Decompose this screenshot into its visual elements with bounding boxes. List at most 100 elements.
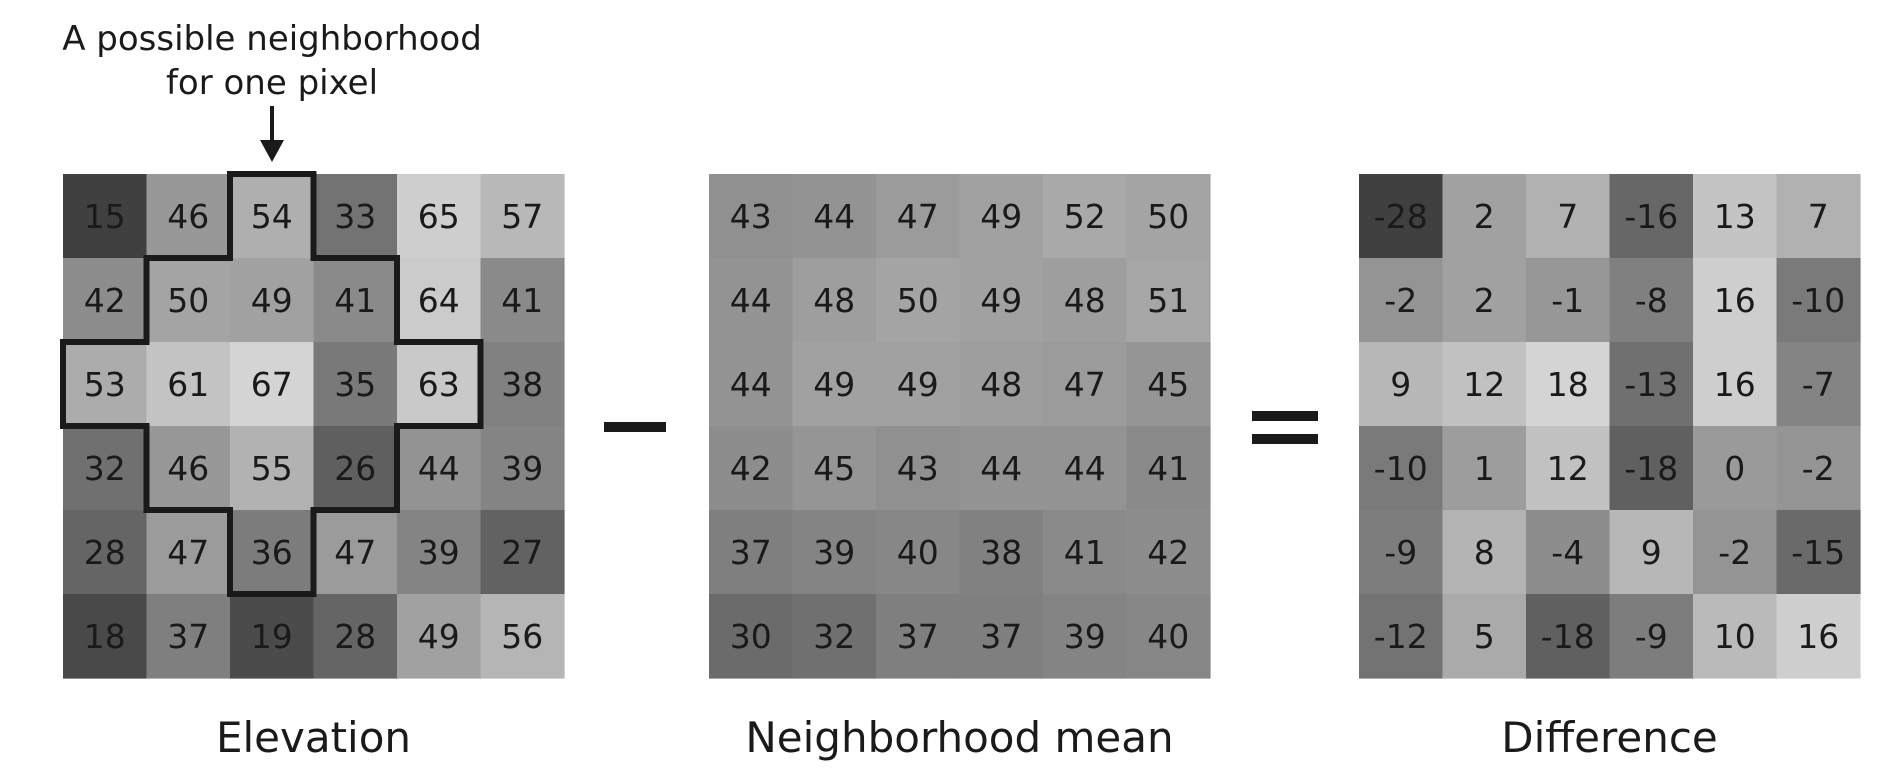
cell-value: 65 — [418, 197, 460, 236]
grid-cell — [1776, 510, 1861, 595]
cell-value: 49 — [813, 365, 855, 404]
cell-value: 37 — [167, 617, 209, 656]
neighborhood-outline — [60, 171, 484, 597]
grid-cell — [146, 342, 231, 427]
cell-value: -15 — [1791, 533, 1845, 572]
grid-cell — [1043, 510, 1128, 595]
grid-cell — [1776, 426, 1861, 511]
cell-value: -18 — [1624, 449, 1678, 488]
grid-cell — [1359, 426, 1444, 511]
grid-cell — [1359, 594, 1444, 679]
grid-cell — [959, 174, 1044, 259]
cell-value: 26 — [334, 449, 376, 488]
cell-value: 7 — [1808, 197, 1829, 236]
cell-value: 41 — [1147, 449, 1189, 488]
grid-cell — [1526, 426, 1611, 511]
cell-value: 30 — [730, 617, 772, 656]
grid-cell — [1609, 258, 1694, 343]
grid-label: Difference — [1501, 713, 1718, 762]
cell-value: 35 — [334, 365, 376, 404]
grid-cell — [397, 342, 482, 427]
grid-cell — [230, 174, 315, 259]
grid-cell — [1609, 510, 1694, 595]
grid-cell — [1609, 594, 1694, 679]
grid-cell — [1693, 594, 1778, 679]
cell-value: 55 — [251, 449, 293, 488]
cell-value: 48 — [813, 281, 855, 320]
cell-value: -9 — [1635, 617, 1668, 656]
minus-operator — [604, 422, 666, 432]
grid-cell — [876, 594, 961, 679]
grid-cell — [480, 174, 565, 259]
grid-cell — [1693, 174, 1778, 259]
grid-label: Neighborhood mean — [745, 713, 1173, 762]
grid-cell — [230, 426, 315, 511]
cell-value: 7 — [1557, 197, 1578, 236]
cell-value: 39 — [1064, 617, 1106, 656]
grid-cell — [1126, 426, 1211, 511]
cell-value: 64 — [418, 281, 460, 320]
cell-value: 37 — [730, 533, 772, 572]
grid-cell — [792, 174, 877, 259]
grid-cell — [1526, 342, 1611, 427]
cell-value: 44 — [730, 281, 772, 320]
cell-value: -13 — [1624, 365, 1678, 404]
grid-cell — [792, 510, 877, 595]
grid-cell — [959, 594, 1044, 679]
cell-value: -10 — [1374, 449, 1428, 488]
grid-cell — [1359, 342, 1444, 427]
grid-cell — [709, 594, 794, 679]
cell-value: 41 — [501, 281, 543, 320]
grid-cell — [1359, 258, 1444, 343]
cell-value: 42 — [84, 281, 126, 320]
cell-value: 9 — [1641, 533, 1662, 572]
cell-value: 41 — [1064, 533, 1106, 572]
grid-cell — [480, 258, 565, 343]
grid-cell — [146, 174, 231, 259]
cell-value: -7 — [1802, 365, 1835, 404]
cell-value: -4 — [1551, 533, 1584, 572]
cell-value: 2 — [1474, 197, 1495, 236]
cell-value: -2 — [1384, 281, 1417, 320]
grid-cell — [959, 426, 1044, 511]
grid-cell — [1526, 258, 1611, 343]
grid-cell — [1126, 510, 1211, 595]
cell-value: 45 — [813, 449, 855, 488]
cell-value: 1 — [1474, 449, 1495, 488]
grid-cell — [230, 510, 315, 595]
cell-value: 12 — [1463, 365, 1505, 404]
grid-cell — [1442, 510, 1527, 595]
grid-cell — [480, 594, 565, 679]
grid-cell — [1043, 174, 1128, 259]
grid-cell — [146, 594, 231, 679]
grid-cell — [1126, 174, 1211, 259]
grid-cell — [1442, 594, 1527, 679]
cell-value: 44 — [813, 197, 855, 236]
cell-value: 9 — [1390, 365, 1411, 404]
cell-value: 49 — [897, 365, 939, 404]
grid-cell — [1043, 426, 1128, 511]
grid-cell — [313, 510, 398, 595]
grid-cell — [1693, 342, 1778, 427]
grid-cell — [480, 510, 565, 595]
cell-value: 39 — [501, 449, 543, 488]
grid-cell — [1526, 594, 1611, 679]
cell-value: 53 — [84, 365, 126, 404]
grid-cell — [959, 342, 1044, 427]
annotation-line1: A possible neighborhood — [62, 19, 482, 59]
cell-value: 44 — [730, 365, 772, 404]
cell-value: 43 — [730, 197, 772, 236]
grid-cell — [397, 594, 482, 679]
grid-cell — [1526, 174, 1611, 259]
grid-cell — [792, 594, 877, 679]
grid-cell — [146, 258, 231, 343]
grid-cell — [1043, 594, 1128, 679]
grid-cell — [959, 258, 1044, 343]
grid-cell — [1776, 594, 1861, 679]
cell-value: 39 — [418, 533, 460, 572]
cell-value: -16 — [1624, 197, 1678, 236]
grid-cell — [1693, 426, 1778, 511]
cell-value: 38 — [501, 365, 543, 404]
